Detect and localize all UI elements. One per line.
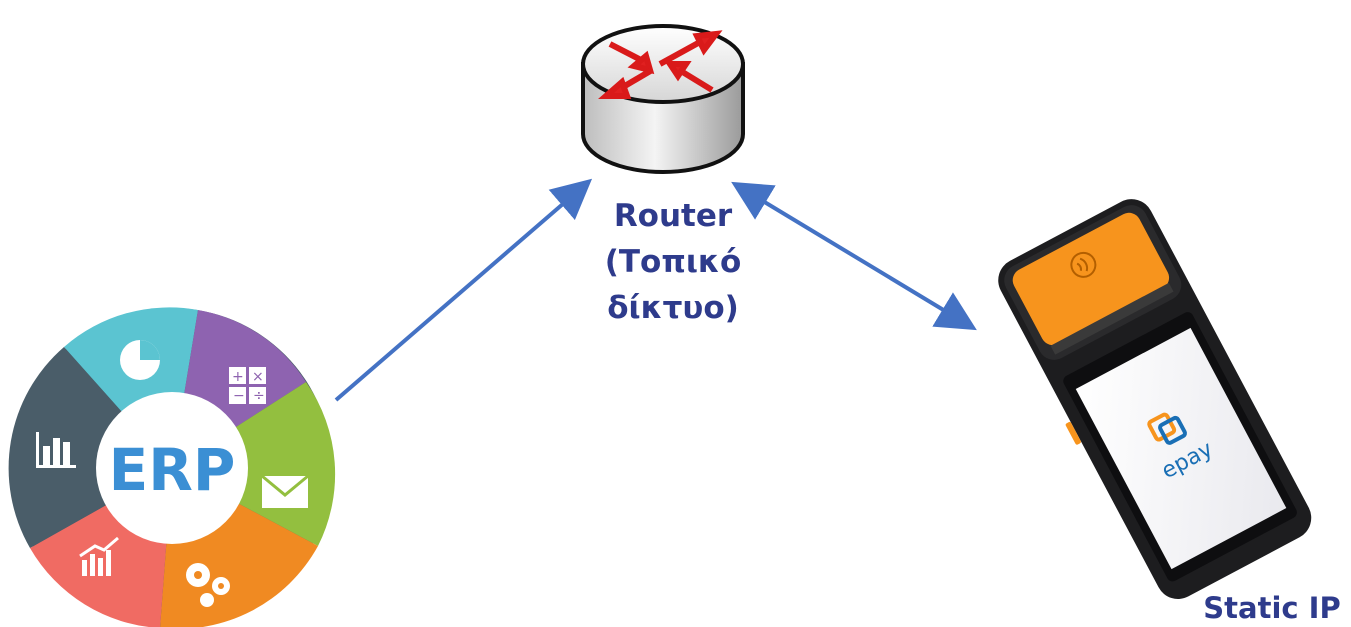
gears-icon — [186, 563, 230, 607]
router-label: Router (Τοπικό δίκτυο) — [588, 193, 758, 331]
pos-terminal: epay — [998, 199, 1312, 599]
bar-chart-icon — [36, 432, 76, 468]
envelope-icon — [261, 474, 309, 508]
growth-chart-icon — [79, 536, 119, 576]
pos-screen — [1075, 327, 1287, 570]
router-label-line-1: Router — [613, 198, 733, 234]
erp-label: ERP — [109, 436, 236, 504]
erp-to-router-arrow — [334, 178, 593, 402]
epay-logo-icon — [1147, 412, 1187, 445]
pie-chart-icon — [120, 340, 160, 380]
static-ip-label: Static IP — [1203, 591, 1341, 625]
svg-text:+: + — [232, 369, 244, 385]
printer-cover — [1012, 212, 1170, 346]
svg-text:÷: ÷ — [253, 388, 265, 404]
erp-wheel: + × − ÷ ERP — [8, 307, 336, 627]
router-label-line-2: (Τοπικό — [604, 244, 742, 280]
svg-text:−: − — [233, 388, 245, 404]
contactless-icon — [1070, 251, 1097, 278]
svg-text:×: × — [252, 369, 264, 385]
router-label-line-3: δίκτυο) — [607, 290, 739, 326]
router-icon — [581, 24, 745, 174]
calculator-icon: + × − ÷ — [229, 367, 266, 404]
erp-segment-slate — [8, 347, 173, 548]
router-pos-arrow — [731, 181, 977, 331]
